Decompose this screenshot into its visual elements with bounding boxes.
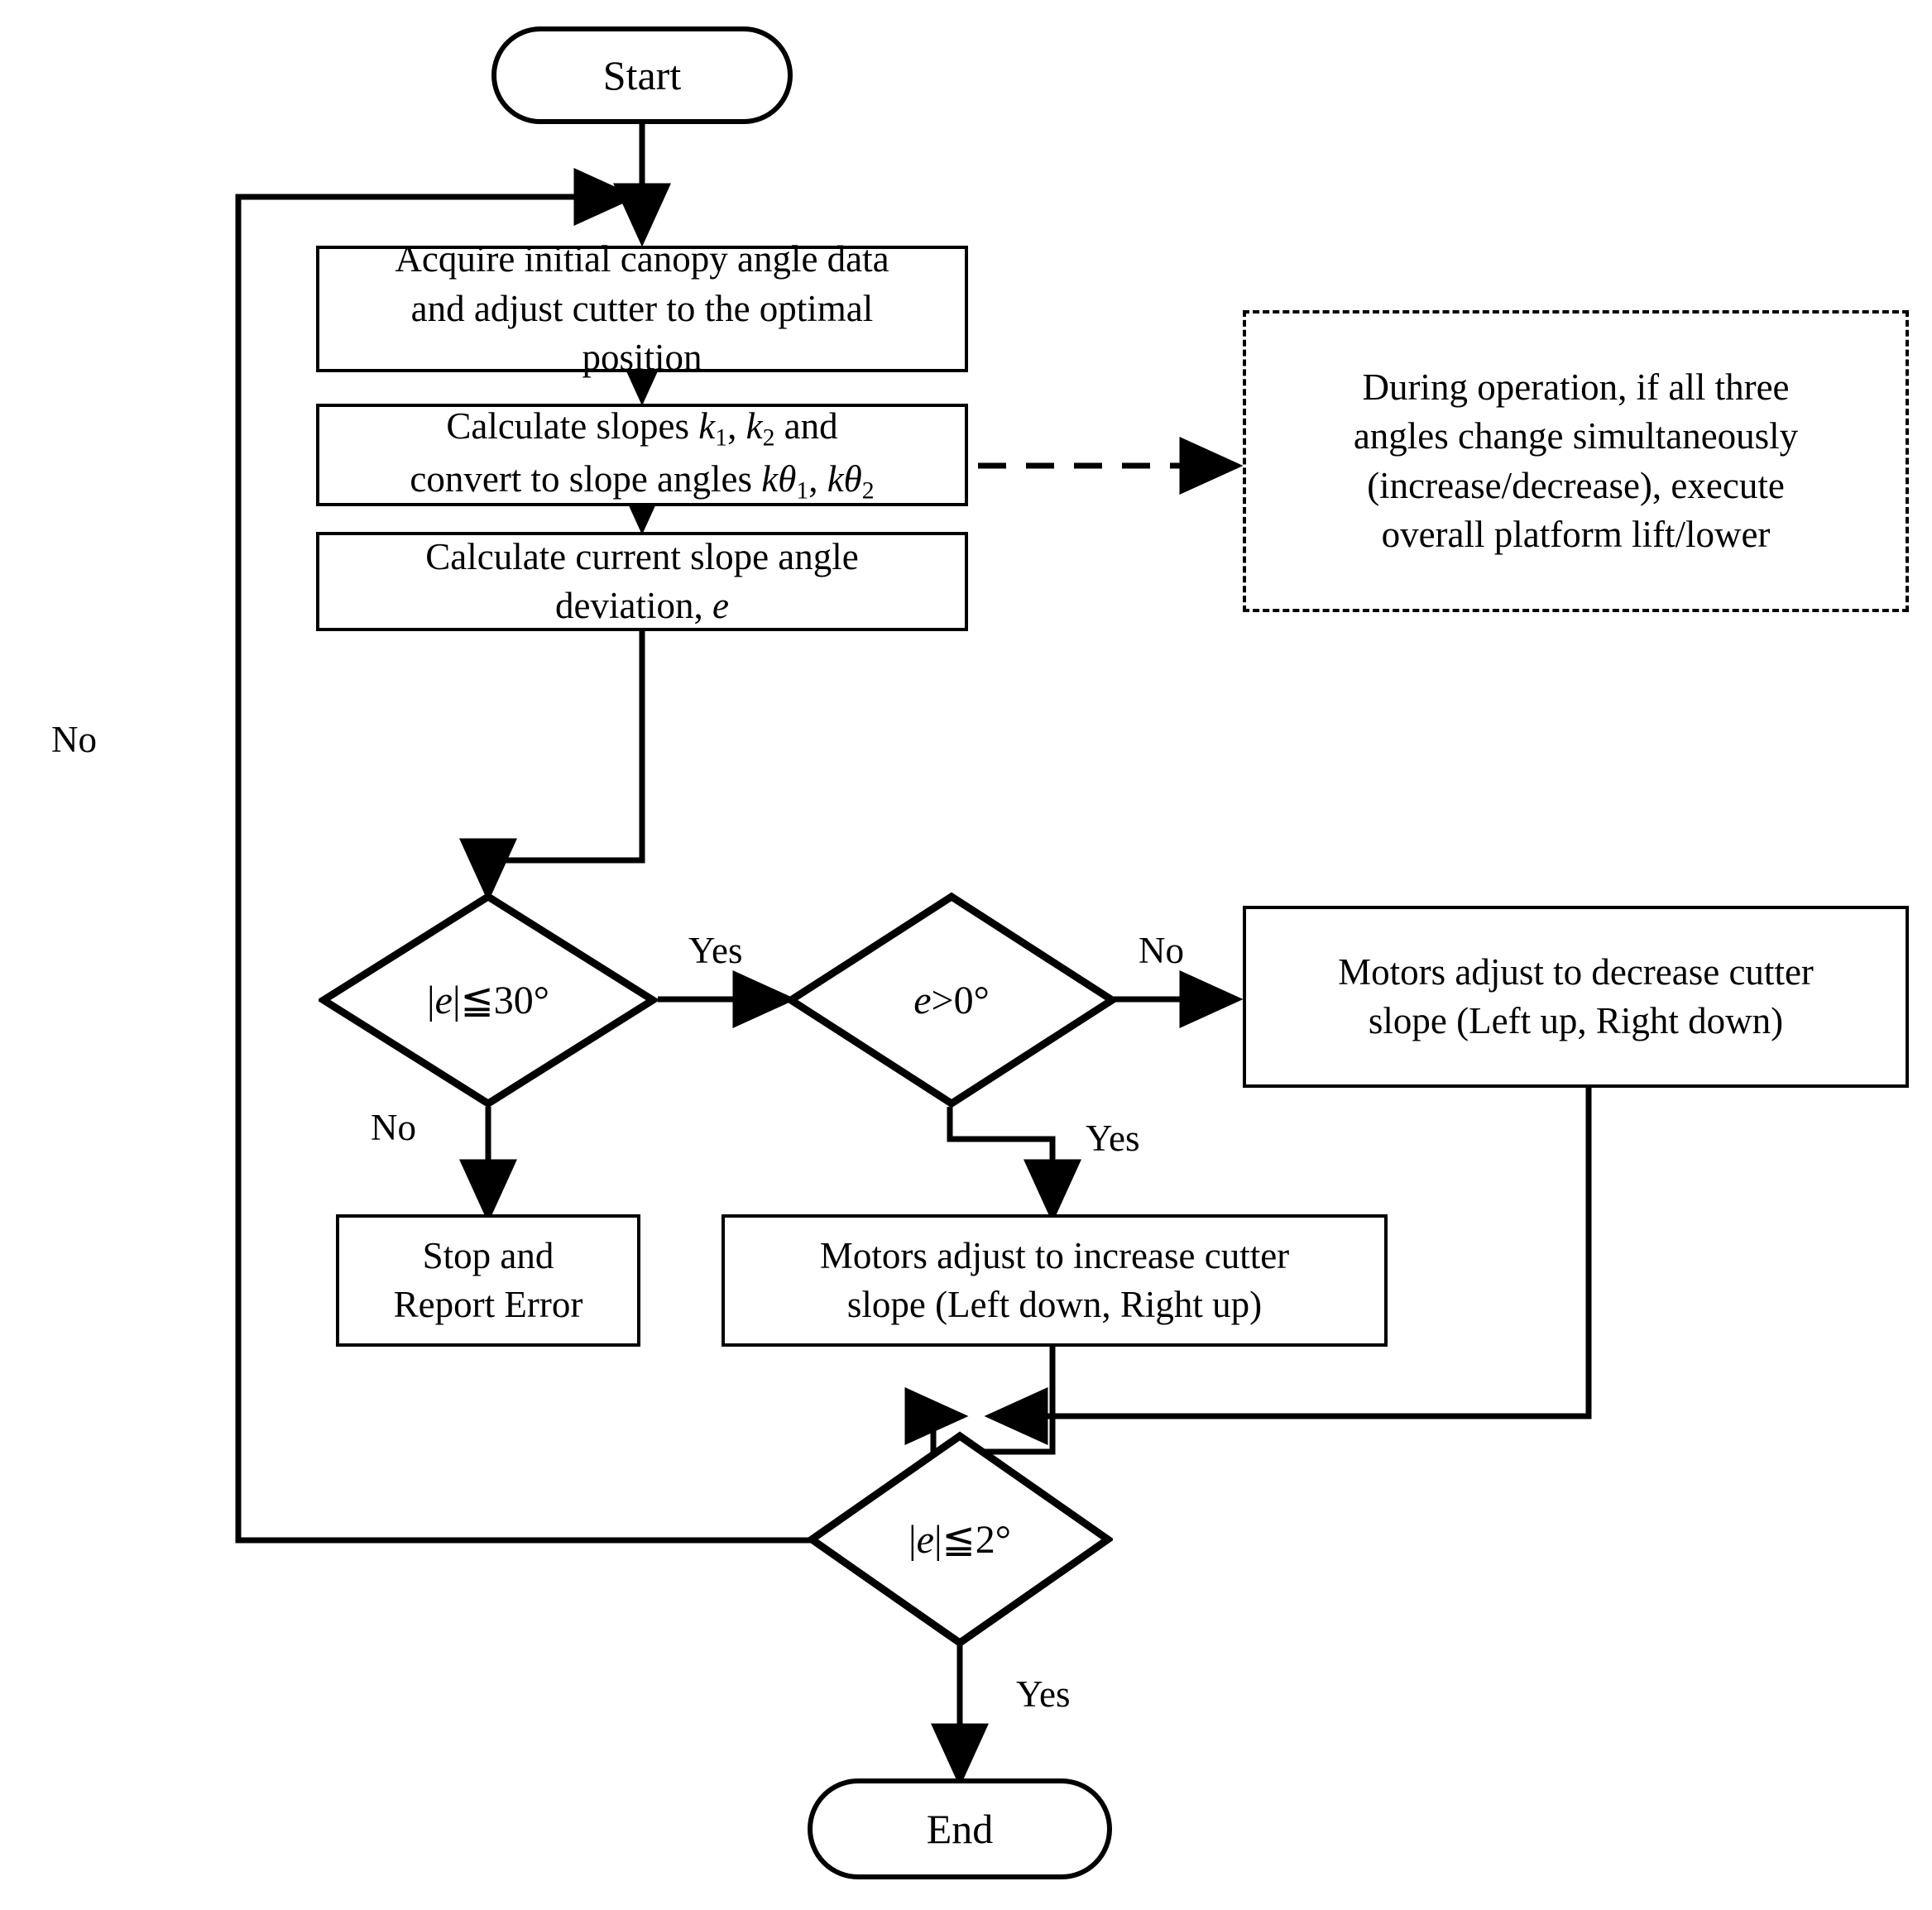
abs-bar-left-30: |: [427, 979, 435, 1022]
increase-line-1: Motors adjust to increase cutter: [819, 1234, 1290, 1276]
node-calculate-deviation-label: Calculate current slope angle deviation,…: [417, 533, 867, 631]
decrease-line-2: slope (Left up, Right down): [1368, 1000, 1784, 1041]
edge-label-e30-yes: Yes: [688, 930, 743, 971]
note-simultaneous-angle-change: During operation, if all three angles ch…: [1243, 310, 1909, 612]
node-motors-increase-label: Motors adjust to increase cutter slope (…: [812, 1232, 1297, 1330]
node-calculate-slopes-label: Calculate slopes k1, k2 and convert to s…: [401, 402, 882, 507]
note-line-3: (increase/decrease), execute: [1367, 464, 1785, 506]
stoperr-line-1: Stop and: [422, 1234, 554, 1276]
stoperr-line-2: Report Error: [393, 1284, 583, 1325]
edge-dec-epos-yes-to-increase: [947, 1107, 1081, 1223]
dec-e30-rest: |≦30°: [452, 979, 549, 1022]
node-decision-e2-label: |e|≦2°: [807, 1431, 1113, 1648]
edge-label-epos-no: No: [1139, 930, 1184, 971]
symbol-ktheta2: kθ: [827, 458, 862, 500]
node-decision-epos-shape[interactable]: [786, 892, 1117, 1108]
acquire-line-1: Acquire initial canopy angle data: [395, 238, 889, 280]
edge-label-e2-yes: Yes: [1016, 1673, 1071, 1715]
node-end-label: End: [926, 1806, 994, 1852]
node-start-label: Start: [602, 52, 682, 98]
note-line-4: overall platform lift/lower: [1381, 513, 1771, 555]
decrease-line-1: Motors adjust to decrease cutter: [1338, 950, 1814, 993]
symbol-k1: k: [698, 405, 716, 448]
symbol-e-30: e: [434, 979, 453, 1022]
node-acquire-initial-data[interactable]: Acquire initial canopy angle data and ad…: [316, 238, 968, 378]
node-motors-decrease-label: Motors adjust to decrease cutter slope (…: [1330, 948, 1822, 1046]
edge-decrease-to-dec-e2: [984, 1088, 1592, 1445]
acquire-line-3: position: [582, 337, 702, 379]
node-decision-e2-shape[interactable]: [807, 1431, 1113, 1648]
symbol-e-pos: e: [913, 978, 932, 1022]
node-calculate-deviation[interactable]: Calculate current slope angle deviation,…: [316, 532, 968, 631]
symbol-e: e: [712, 585, 729, 626]
dec-e2-rest: |≦2°: [933, 1518, 1011, 1562]
edge-label-e30-no: No: [371, 1107, 416, 1148]
node-start[interactable]: Start: [491, 26, 793, 124]
symbol-e-2: e: [916, 1518, 934, 1562]
symbol-ktheta1: kθ: [761, 458, 797, 500]
node-acquire-label: Acquire initial canopy angle data and ad…: [386, 235, 897, 382]
dec-epos-rest: >0°: [931, 978, 990, 1022]
node-motors-decrease-slope[interactable]: Motors adjust to decrease cutter slope (…: [1243, 906, 1909, 1088]
note-label: During operation, if all three angles ch…: [1345, 363, 1806, 560]
note-line-2: angles change simultaneously: [1353, 415, 1799, 457]
calcslopes-line-1: Calculate slopes k1, k2 and: [446, 405, 838, 452]
node-stop-report-error-label: Stop and Report Error: [386, 1232, 592, 1330]
abs-bar-left-2: |: [908, 1518, 917, 1562]
node-motors-increase-slope[interactable]: Motors adjust to increase cutter slope (…: [722, 1214, 1388, 1347]
edge-label-e2-no: No: [51, 719, 97, 760]
edge-label-epos-yes: Yes: [1086, 1118, 1140, 1159]
node-decision-e30-shape[interactable]: [319, 892, 658, 1108]
calcdev-line-1: Calculate current slope angle: [425, 535, 859, 577]
note-line-1: During operation, if all three: [1362, 366, 1790, 408]
edge-dec-e2-no-feedback: [235, 168, 815, 1544]
edge-calcdev-to-dec-e30: [459, 598, 645, 902]
node-decision-e30-label: |e|≦30°: [319, 892, 658, 1108]
symbol-k2: k: [745, 405, 763, 448]
node-end[interactable]: End: [808, 1778, 1112, 1879]
calcdev-line-2: deviation, e: [555, 585, 729, 626]
node-stop-report-error[interactable]: Stop and Report Error: [336, 1214, 640, 1347]
increase-line-2: slope (Left down, Right up): [846, 1284, 1263, 1325]
node-decision-epos-label: e>0°: [786, 892, 1117, 1108]
acquire-line-2: and adjust cutter to the optimal: [410, 287, 874, 329]
node-calculate-slopes[interactable]: Calculate slopes k1, k2 and convert to s…: [316, 404, 968, 506]
calcslopes-line-2: convert to slope angles kθ1, kθ2: [410, 458, 875, 505]
